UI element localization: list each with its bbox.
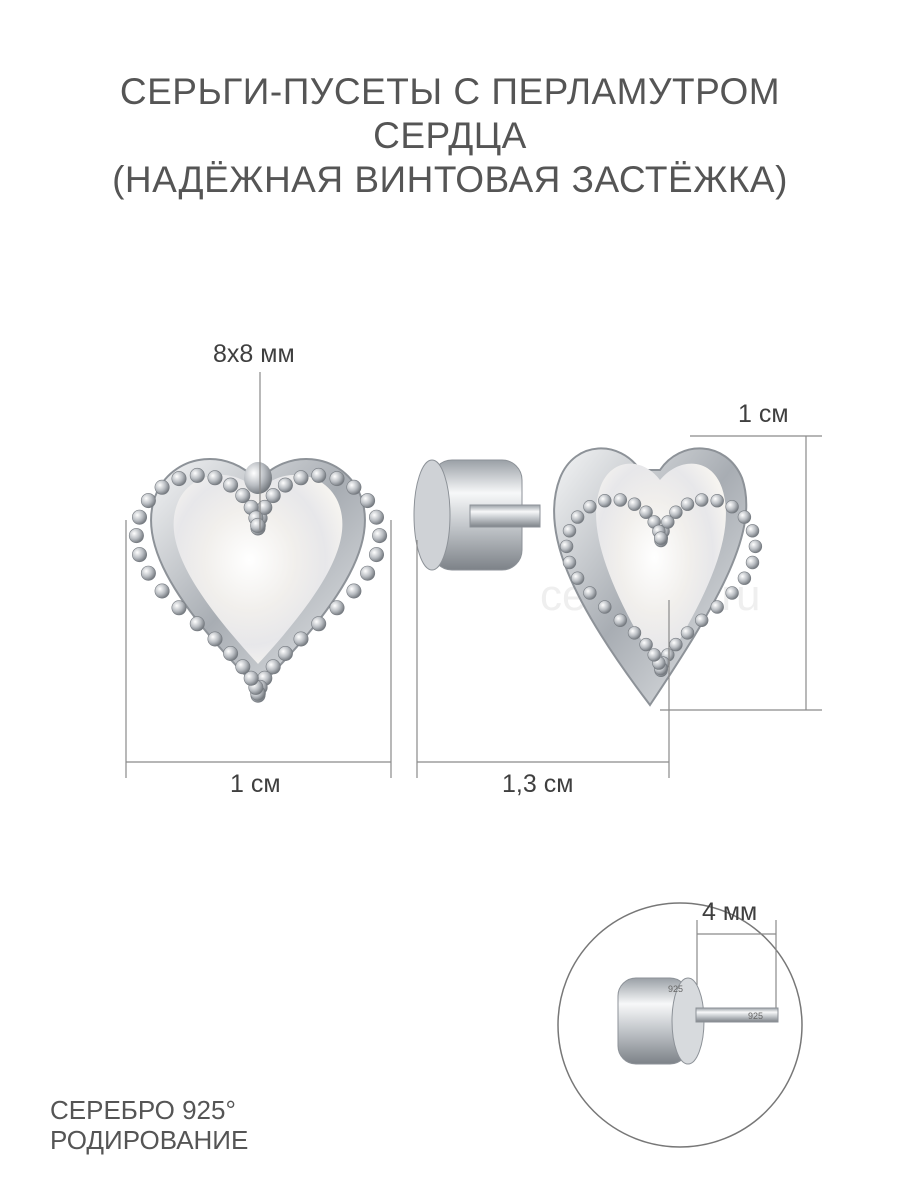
bead: [647, 648, 661, 662]
bead: [372, 528, 388, 544]
bead: [132, 547, 148, 563]
bead: [311, 467, 327, 483]
bead: [661, 515, 675, 529]
bead: [368, 509, 384, 525]
bead: [140, 565, 156, 581]
bead: [639, 505, 653, 519]
bead: [360, 565, 376, 581]
bead: [360, 493, 376, 509]
bead: [680, 497, 695, 511]
bead: [189, 467, 205, 483]
clasp-detail: 925 925: [557, 902, 803, 1148]
bead: [140, 493, 156, 509]
bead: [277, 477, 293, 493]
bead: [725, 586, 739, 600]
side-width-label: 1,3 см: [502, 770, 574, 798]
bead: [265, 488, 281, 504]
bead: [745, 524, 760, 538]
bead: [154, 479, 170, 495]
bead: [243, 670, 259, 686]
dimension-lines: [125, 372, 822, 778]
bead: [207, 631, 223, 647]
bead: [235, 488, 251, 504]
bead: [293, 631, 309, 647]
bead: [368, 547, 384, 563]
bead: [311, 616, 327, 632]
bead: [669, 505, 683, 519]
bead: [613, 613, 627, 627]
bead: [293, 470, 309, 486]
bead: [583, 586, 597, 600]
post-length-label: 4 мм: [702, 898, 758, 926]
height-label: 1 см: [738, 400, 789, 428]
bead: [694, 493, 709, 507]
bead: [562, 524, 577, 538]
bead: [710, 494, 724, 508]
bead: [562, 555, 577, 570]
bead: [128, 528, 144, 544]
bead: [346, 583, 362, 599]
bead: [725, 500, 739, 514]
product-title: СЕРЬГИ-ПУСЕТЫ С ПЕРЛАМУТРОМ СЕРДЦА (НАДЁ…: [0, 70, 900, 202]
bead: [639, 637, 653, 652]
bead: [329, 471, 345, 487]
bead: [277, 645, 293, 661]
title-line-1: СЕРЬГИ-ПУСЕТЫ С ПЕРЛАМУТРОМ: [119, 71, 781, 112]
bead: [748, 539, 763, 554]
bead: [583, 500, 597, 514]
title-line-2: СЕРДЦА: [373, 115, 527, 156]
bead: [154, 583, 170, 599]
bead: [207, 470, 223, 486]
bead: [132, 509, 148, 525]
bead: [346, 479, 362, 495]
bead: [171, 600, 187, 616]
bead: [223, 645, 239, 661]
bead: [737, 510, 752, 524]
side-earring: [413, 447, 763, 707]
bead: [613, 493, 627, 507]
bead: [694, 613, 709, 627]
stamp-925-a: 925: [668, 984, 683, 994]
title-line-3: (НАДЁЖНАЯ ВИНТОВАЯ ЗАСТЁЖКА): [112, 159, 788, 200]
bead: [737, 571, 752, 585]
bead: [745, 555, 760, 570]
bead: [598, 494, 612, 508]
bead: [598, 600, 612, 614]
material-plating: РОДИРОВАНИЕ: [50, 1125, 249, 1155]
bead: [710, 600, 724, 614]
bead: [329, 600, 345, 616]
bead: [653, 531, 668, 545]
bead: [223, 477, 239, 493]
bead: [265, 659, 281, 675]
bead: [680, 626, 695, 640]
insert-size-label: 8x8 мм: [213, 340, 295, 368]
bead: [559, 539, 574, 554]
bead: [250, 517, 266, 533]
bead: [669, 637, 683, 652]
front-width-label: 1 см: [230, 770, 281, 798]
bead: [627, 626, 642, 640]
front-earring: [128, 458, 388, 703]
material-info: СЕРЕБРО 925° РОДИРОВАНИЕ: [50, 1095, 248, 1155]
bead: [171, 471, 187, 487]
bead: [627, 497, 642, 511]
stamp-925-b: 925: [748, 1011, 763, 1021]
bead: [235, 659, 251, 675]
bead: [189, 616, 205, 632]
bead: [570, 571, 585, 585]
material-silver: СЕРЕБРО 925°: [50, 1095, 236, 1125]
bead: [570, 510, 585, 524]
